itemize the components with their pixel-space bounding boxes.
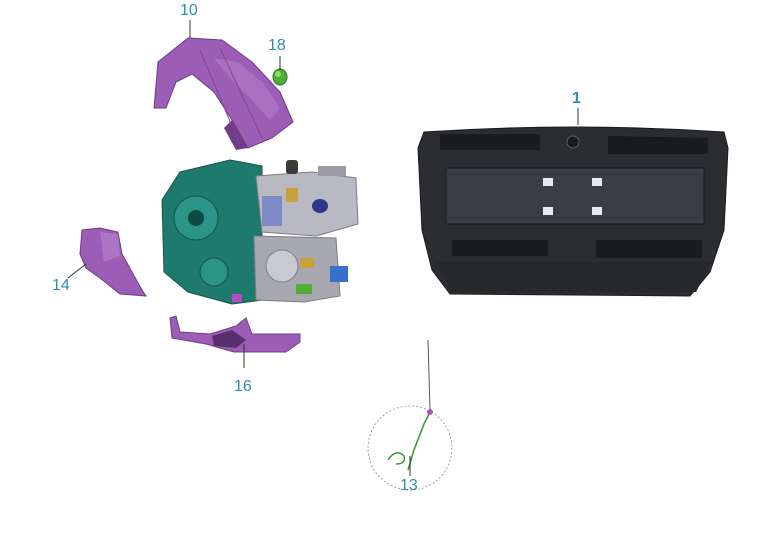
engine-shroud-cover-icon	[153, 37, 294, 150]
callout-18: 18	[268, 37, 286, 54]
lower-skid-plate-icon	[169, 315, 301, 353]
leader-lines	[67, 20, 579, 476]
engine-assembly-icon	[161, 159, 359, 305]
callout-14: 14	[52, 277, 70, 294]
side-bracket-cover-icon	[79, 227, 147, 297]
green-grommet-icon	[272, 68, 288, 86]
callout-10: 10	[180, 2, 198, 19]
callout-16: 16	[234, 378, 252, 395]
callout-1: 1	[572, 90, 581, 107]
cable-clip-detail-icon	[367, 339, 453, 491]
rear-bumper-panel-icon	[417, 126, 729, 297]
callout-13: 13	[400, 477, 418, 494]
